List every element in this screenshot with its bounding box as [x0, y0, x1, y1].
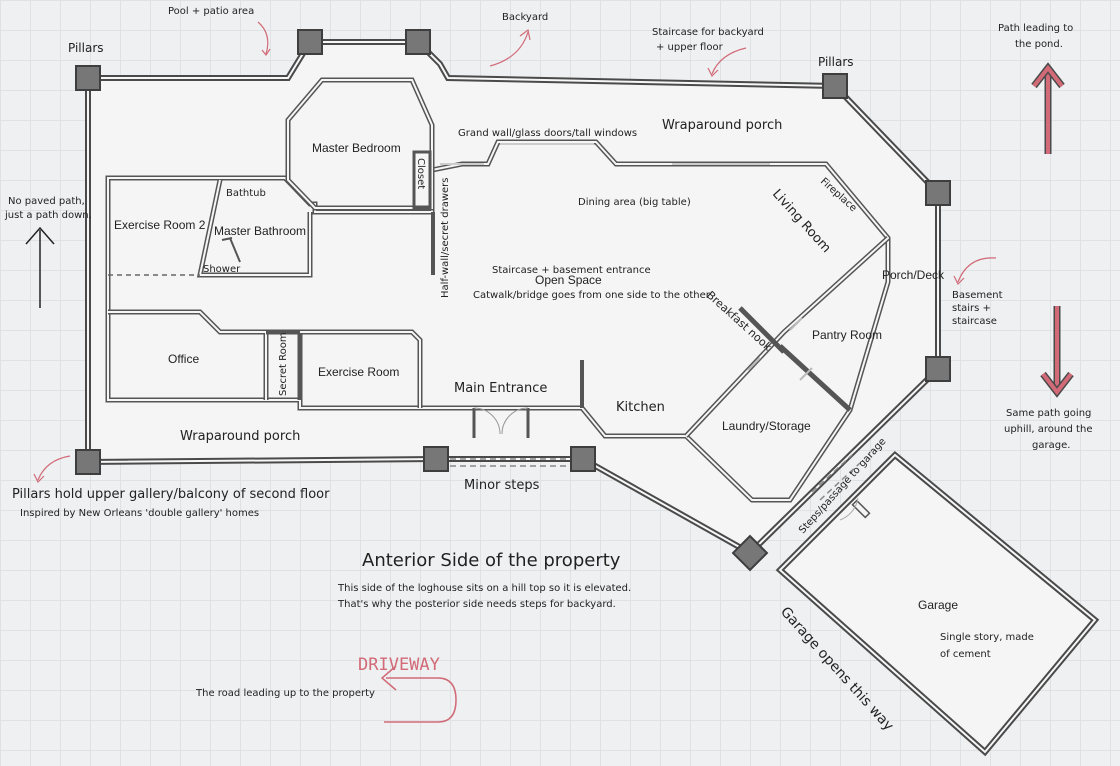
pantry-room-label: Pantry Room	[812, 328, 882, 342]
master-bedroom-label: Master Bedroom	[312, 141, 401, 155]
pillar	[731, 534, 769, 572]
wraparound-bottom-label: Wraparound porch	[180, 429, 300, 444]
open-space-label: Open Space	[535, 273, 602, 287]
pond-label-2: the pond.	[1015, 39, 1063, 50]
anterior-title: Anterior Side of the property	[362, 550, 621, 571]
office-label: Office	[168, 352, 199, 366]
anterior-note-1: This side of the loghouse sits on a hill…	[337, 583, 631, 594]
pillar	[405, 29, 431, 55]
closet-label: Closet	[415, 158, 426, 189]
no-paved-label-1: No paved path,	[8, 196, 85, 207]
pillar	[822, 73, 848, 99]
minor-steps-label: Minor steps	[464, 478, 540, 493]
pillar	[297, 29, 323, 55]
road-label: The road leading up to the property	[195, 688, 375, 699]
basement-stairs-label-1: Basement	[952, 290, 1003, 301]
pillar	[925, 356, 951, 382]
pantry-wall	[778, 344, 852, 412]
driveway-arrow-icon	[380, 665, 457, 723]
garage-label: Garage	[918, 598, 958, 612]
staircase-backyard-label-2: + upper floor	[656, 42, 724, 53]
anterior-note-2: That's why the posterior side needs step…	[337, 599, 616, 610]
same-path-label-1: Same path going	[1006, 408, 1091, 419]
basement-stairs-label-2: stairs +	[952, 303, 991, 314]
pillar	[570, 446, 596, 472]
kitchen-label: Kitchen	[616, 400, 665, 415]
half-wall-label: Half-wall/secret drawers	[440, 178, 451, 298]
staircase-backyard-label-1: Staircase for backyard	[652, 27, 764, 38]
no-paved-label-2: just a path down.	[4, 210, 92, 221]
pond-label-1: Path leading to	[998, 23, 1073, 34]
laundry-label: Laundry/Storage	[722, 419, 811, 433]
pillar	[75, 65, 101, 91]
catwalk-label: Catwalk/bridge goes from one side to the…	[473, 290, 711, 301]
backyard-label: Backyard	[502, 12, 548, 23]
pillars-hold-label: Pillars hold upper gallery/balcony of se…	[12, 487, 330, 502]
shower-label: Shower	[203, 264, 241, 275]
pillar	[75, 449, 101, 475]
same-path-label-2: uphill, around the	[1004, 424, 1092, 435]
pillar	[423, 446, 449, 472]
same-path-label-3: garage.	[1032, 440, 1070, 451]
arrow-up-icon	[1031, 62, 1065, 154]
pillars-left-label: Pillars	[68, 41, 104, 55]
staircase-basement-label: Staircase + basement entrance	[492, 265, 651, 276]
pillars-right-label: Pillars	[818, 55, 854, 69]
pillar	[925, 180, 951, 206]
grand-wall-label: Grand wall/glass doors/tall windows	[458, 128, 637, 139]
exercise-room-label: Exercise Room	[318, 365, 399, 379]
pool-patio-label: Pool + patio area	[168, 6, 254, 17]
secret-room-label: Secret Room	[278, 332, 289, 396]
bathtub-label: Bathtub	[226, 188, 266, 199]
dining-label: Dining area (big table)	[578, 197, 691, 208]
garage-note-1: Single story, made	[940, 632, 1034, 643]
inspired-label: Inspired by New Orleans 'double gallery'…	[20, 508, 259, 519]
main-entrance-label: Main Entrance	[454, 381, 547, 396]
wraparound-top-label: Wraparound porch	[662, 118, 782, 133]
arrow-down-icon	[1040, 306, 1074, 398]
master-bathroom-label: Master Bathroom	[214, 224, 306, 238]
garage-note-2: of cement	[940, 649, 991, 660]
basement-stairs-label-3: staircase	[952, 316, 997, 327]
path-down-arrow-icon	[25, 226, 55, 308]
closet-wall	[412, 150, 432, 210]
exercise-room-2-label: Exercise Room 2	[114, 218, 206, 232]
driveway-label: DRIVEWAY	[358, 655, 440, 675]
porch-deck-label: Porch/Deck	[882, 268, 945, 282]
